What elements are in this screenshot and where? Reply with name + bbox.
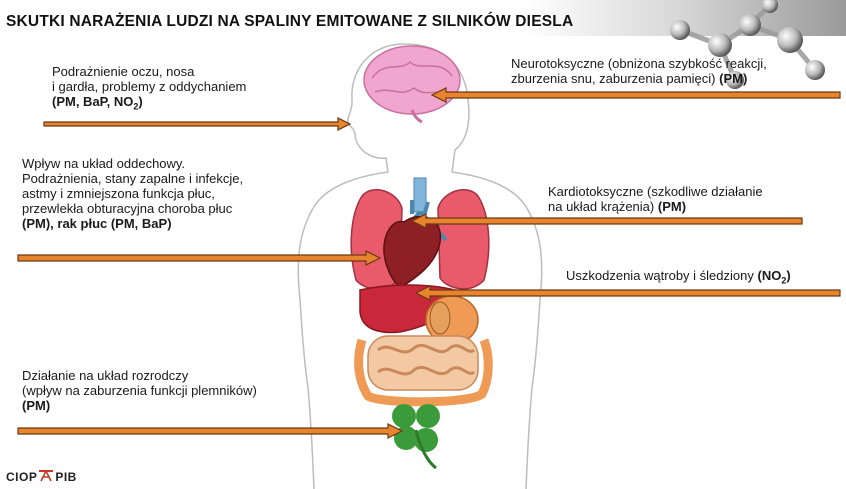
label-eyes-line3: (PM, BaP, NO2) [52,94,246,115]
label-reproductive: Działanie na układ rozrodczy (wpływ na z… [22,368,257,413]
label-cardio-line2: na układ krążenia) (PM) [548,199,763,214]
arrow-neuro [432,88,840,102]
label-reproductive-line1: Działanie na układ rozrodczy [22,368,257,383]
label-neuro-line1: Neurotoksyczne (obniżona szybkość reakcj… [511,56,767,71]
label-respiratory-line3: astmy i zmniejszona funkcja płuc, [22,186,243,201]
label-respiratory-line5: (PM), rak płuc (PM, BaP) [22,216,243,231]
label-respiratory: Wpływ na układ oddechowy. Podrażnienia, … [22,156,243,231]
label-respiratory-line2: Podrażnienia, stany zapalne i infekcje, [22,171,243,186]
arrow-eyes [44,118,350,130]
label-respiratory-line1: Wpływ na układ oddechowy. [22,156,243,171]
label-eyes-line1: Podrażnienie oczu, nosa [52,64,246,79]
label-cardio: Kardiotoksyczne (szkodliwe działanie na … [548,184,763,214]
logo-icon [39,470,53,482]
label-neuro: Neurotoksyczne (obniżona szybkość reakcj… [511,56,767,86]
label-neuro-line2: zburzenia snu, zaburzenia pamięci) (PM) [511,71,767,86]
label-eyes: Podrażnienie oczu, nosa i gardła, proble… [52,64,246,115]
arrow-respiratory [18,251,380,265]
arrow-reproductive [18,424,402,438]
label-liver-line1: Uszkodzenia wątroby i śledziony (NO2) [566,268,791,289]
arrow-cardio [412,214,802,228]
label-eyes-line2: i gardła, problemy z oddychaniem [52,79,246,94]
label-reproductive-line3: (PM) [22,398,257,413]
label-reproductive-line2: (wpływ na zaburzenia funkcji plemników) [22,383,257,398]
label-respiratory-line4: przewlekła obturacyjna choroba płuc [22,201,243,216]
label-cardio-line1: Kardiotoksyczne (szkodliwe działanie [548,184,763,199]
label-liver: Uszkodzenia wątroby i śledziony (NO2) [566,268,791,289]
